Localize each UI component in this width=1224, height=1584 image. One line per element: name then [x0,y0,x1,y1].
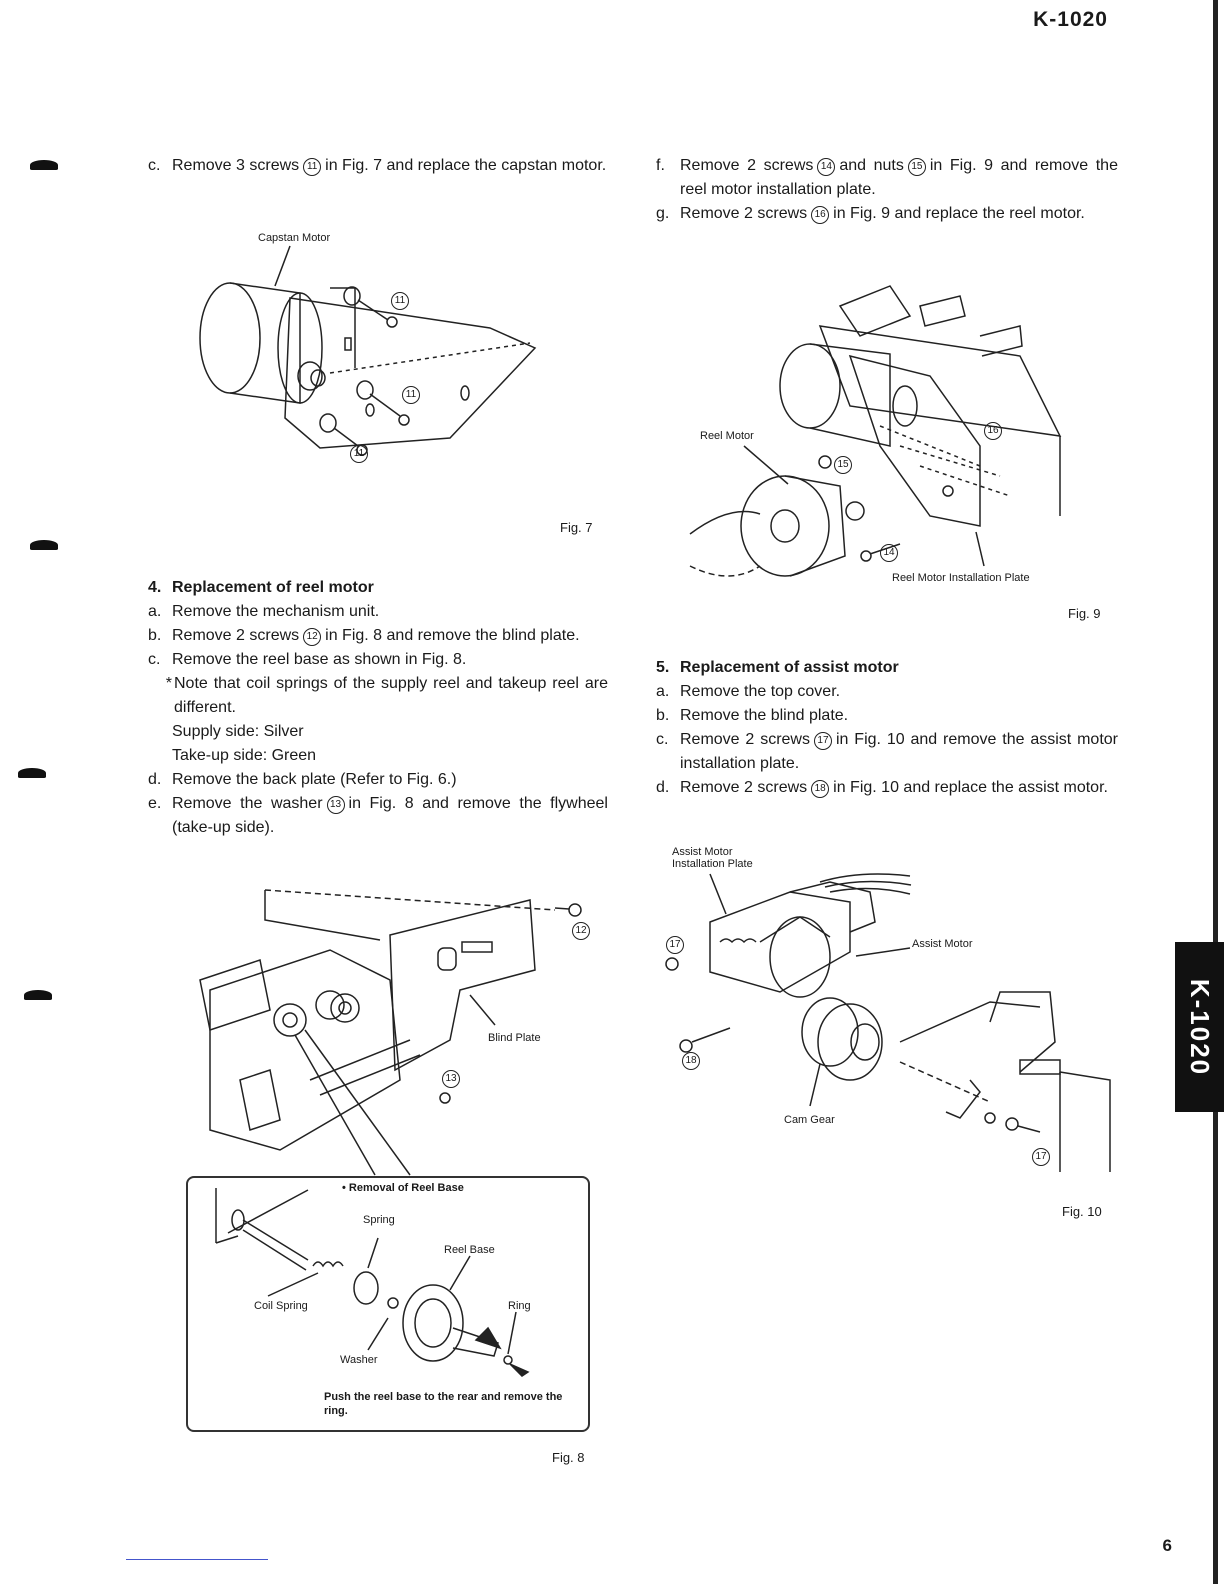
reel-base-removal-box: • Removal of Reel Base Spring Reel Base … [186,1176,590,1432]
section-4-heading: 4. Replacement of reel motor [148,579,374,596]
fig9-caption: Fig. 9 [1068,606,1101,621]
margin-mark [30,540,58,550]
margin-mark [24,990,52,1000]
callout-coil-spring: Coil Spring [254,1300,308,1312]
takeup-side: Take-up side: Green [172,747,317,764]
step-text: Remove the top cover. [680,683,841,700]
section-5-heading: 5. Replacement of assist motor [656,659,899,676]
callout-washer: Washer [340,1354,378,1366]
box-note: Push the reel base to the rear and remov… [324,1391,563,1417]
margin-mark [18,768,46,778]
box-title: • Removal of Reel Base [342,1182,464,1194]
callout-11: 11 [398,386,424,404]
callout-cam-gear: Cam Gear [784,1114,835,1126]
callout-reel-base: Reel Base [444,1244,495,1256]
screw-number: 18 [811,780,830,798]
callout-17: 17 [1028,1148,1054,1166]
callout-16: 16 [980,422,1006,440]
callout-18: 18 [678,1052,704,1070]
callout-assist-motor: Assist Motor [912,938,973,950]
callout-14: 14 [876,544,902,562]
side-tab-label: K-1020 [1185,978,1215,1076]
margin-mark [30,160,58,170]
page-edge-bar [1213,0,1218,1584]
step-label: c. [148,157,161,174]
callout-12: 12 [568,922,594,940]
callout-reel-motor-installation-plate: Reel Motor Installation Plate [892,572,1030,584]
screw-number: 16 [811,206,830,224]
note-text: Note that coil springs of the supply ree… [174,675,608,716]
fig7-caption: Fig. 7 [560,520,593,535]
figure-8: 12 Blind Plate 13 [180,880,600,1180]
step-text: Remove the back plate (Refer to Fig. 6.) [172,771,457,788]
figure-9: Reel Motor Reel Motor Installation Plate… [680,276,1100,586]
callout-ring: Ring [508,1300,531,1312]
callout-blind-plate: Blind Plate [488,1032,541,1044]
washer-number: 13 [326,796,345,814]
fig8-caption: Fig. 8 [552,1450,585,1465]
nut-number: 15 [907,158,926,176]
side-tab: K-1020 [1175,942,1224,1112]
callout-13: 13 [438,1070,464,1088]
section-5: 5. Replacement of assist motor a.Remove … [656,652,1118,800]
section-4: 4. Replacement of reel motor a.Remove th… [148,572,608,840]
step-text: Remove the blind plate. [680,707,849,724]
model-number: K-1020 [1033,8,1108,31]
callout-17: 17 [662,936,688,954]
callout-spring: Spring [363,1214,395,1226]
callout-capstan-motor: Capstan Motor [258,232,331,244]
step-text: Remove the reel base as shown in Fig. 8. [172,651,467,668]
bottom-rule [126,1559,268,1560]
fig10-caption: Fig. 10 [1062,1204,1102,1219]
step-text: Remove the mechanism unit. [172,603,380,620]
supply-side: Supply side: Silver [172,723,304,740]
screw-number: 17 [813,732,832,750]
screw-number: 14 [817,158,836,176]
screw-number: 12 [303,628,322,646]
callout-11: 11 [346,445,372,463]
screw-number: 11 [303,158,322,176]
callout-11: 11 [387,292,413,310]
callout-15: 15 [830,456,856,474]
page-number: 6 [1162,1536,1172,1555]
figure-7: Capstan Motor 11 11 11 [190,228,550,528]
callout-reel-motor: Reel Motor [700,430,754,442]
